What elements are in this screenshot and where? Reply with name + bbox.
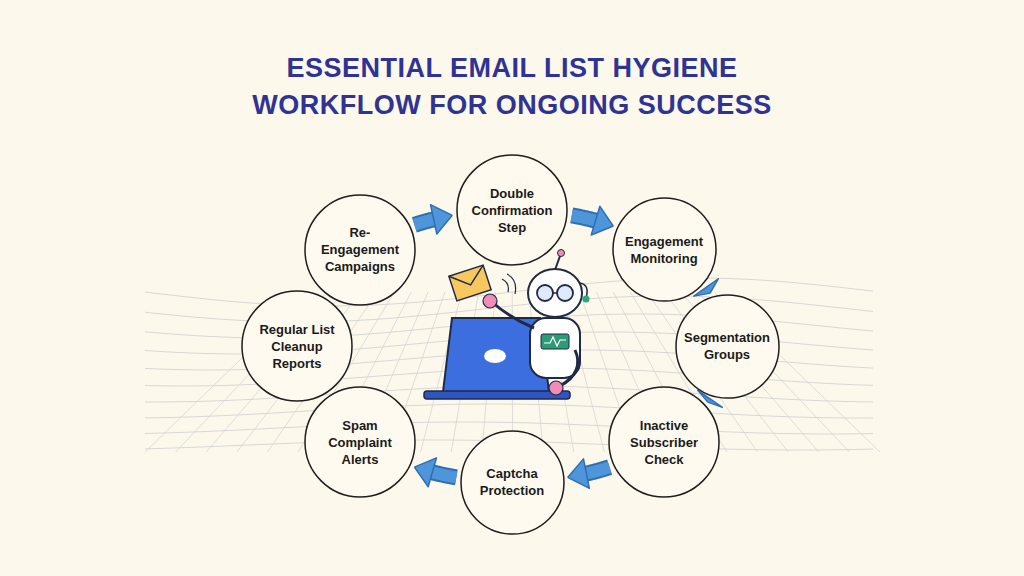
circle-shape: [242, 291, 352, 401]
step-circle: Re-Engagement Campaigns: [304, 194, 416, 306]
step-circle: Segmentation Groups: [675, 294, 780, 399]
circle-outline: [612, 197, 717, 302]
cycle-arrow: [414, 458, 456, 487]
cycle-arrow: [568, 459, 610, 488]
robot-hand: [549, 381, 563, 395]
circle-shape: [305, 195, 415, 305]
grid-line: [145, 404, 873, 418]
headset-mic: [583, 296, 590, 303]
step-label: Captcha Protection: [467, 465, 557, 499]
step-label: Inactive Subscriber Check: [619, 417, 709, 468]
circle-outline: [460, 430, 565, 535]
step-label: Double Confirmation Step: [467, 185, 557, 236]
arrow-band: [572, 215, 596, 220]
arrow-band: [586, 467, 609, 473]
step-label: Regular List Cleanup Reports: [252, 321, 342, 372]
arrow-head: [430, 205, 452, 234]
step-circle: Inactive Subscriber Check: [608, 386, 720, 498]
robot-illustration: [424, 250, 590, 400]
robot-goggle: [557, 285, 573, 301]
circle-outline: [675, 294, 780, 399]
motion-lines: [502, 274, 516, 294]
step-circle: Regular List Cleanup Reports: [241, 290, 353, 402]
robot-head: [528, 269, 582, 317]
step-label: Spam Complaint Alerts: [315, 417, 405, 468]
antenna-tip: [558, 250, 565, 257]
circle-shape: [676, 295, 779, 398]
arrow-head: [414, 458, 436, 487]
circle-shape: [609, 387, 719, 497]
step-circle: Engagement Monitoring: [612, 197, 717, 302]
step-label: Re-Engagement Campaigns: [315, 224, 405, 275]
arrow-band-edge: [586, 467, 609, 473]
circle-shape: [305, 387, 415, 497]
robot-arm: [560, 350, 578, 386]
cycle-arrow: [572, 206, 614, 235]
laptop-base: [424, 391, 570, 399]
envelope-flap: [449, 265, 488, 290]
wave-grid: [145, 278, 880, 452]
laptop-logo: [484, 349, 506, 363]
step-circle: Double Confirmation Step: [456, 154, 568, 266]
circle-shape: [461, 431, 564, 534]
grid-line: [145, 278, 873, 306]
arrow-band-edge: [432, 472, 456, 477]
arrow-band-edge: [572, 215, 596, 220]
step-circle: Captcha Protection: [460, 430, 565, 535]
step-label: Segmentation Groups: [682, 329, 772, 363]
circle-shape: [613, 198, 716, 301]
robot-hand: [483, 294, 497, 308]
chest-pulse: [544, 337, 566, 346]
step-circle: Spam Complaint Alerts: [304, 386, 416, 498]
title: ESSENTIAL EMAIL LIST HYGIENE WORKFLOW FO…: [212, 50, 812, 124]
step-label: Engagement Monitoring: [619, 233, 709, 267]
arrow-head: [568, 459, 590, 488]
goggle-bridge: [553, 292, 557, 294]
arrow-band: [414, 219, 433, 224]
cycle-arrow: [414, 205, 452, 234]
robot-goggle: [537, 285, 553, 301]
arrow-head: [591, 206, 613, 235]
circle-shape: [457, 155, 567, 265]
robot-chest: [541, 334, 569, 349]
robot-arm: [492, 302, 534, 328]
arrow-band-edge: [414, 219, 433, 224]
robot-body: [530, 318, 580, 378]
arrow-band: [432, 472, 456, 477]
robot-antenna: [555, 256, 560, 270]
